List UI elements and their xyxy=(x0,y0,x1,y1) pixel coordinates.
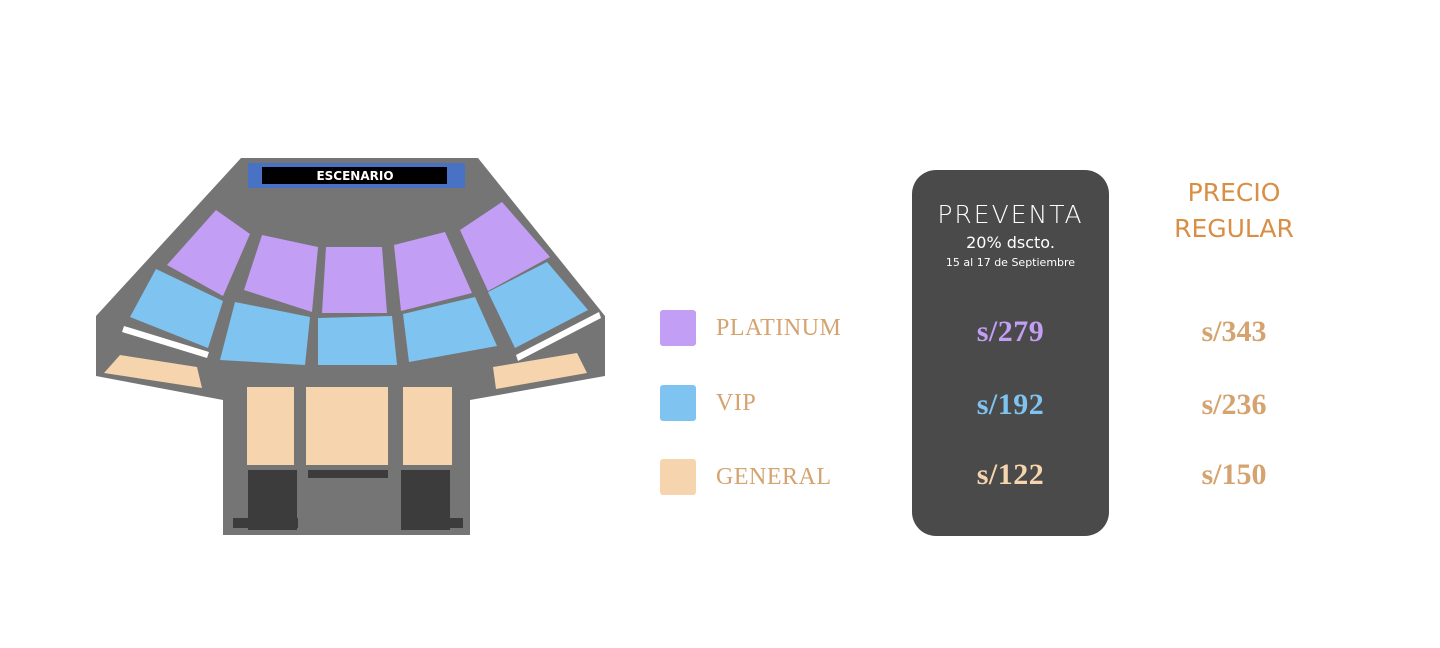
seat-section-general-side-right[interactable] xyxy=(493,353,587,389)
lower-bar-left xyxy=(233,518,298,528)
legend-item-vip: VIP xyxy=(660,385,756,421)
legend-label-vip: VIP xyxy=(716,389,757,416)
seat-section-platinum-1[interactable] xyxy=(167,210,250,296)
seat-section-general-3[interactable] xyxy=(403,387,452,465)
presale-dates: 15 al 17 de Septiembre xyxy=(945,256,1076,269)
stage-inner xyxy=(262,167,447,184)
aisle-right xyxy=(516,312,601,361)
seat-section-vip-4[interactable] xyxy=(403,297,497,362)
presale-price-platinum: s/279 xyxy=(976,315,1045,348)
seat-section-vip-3[interactable] xyxy=(318,316,397,365)
lower-bar-center xyxy=(308,470,388,478)
legend-item-general: GENERAL xyxy=(660,459,831,495)
general-swatch xyxy=(660,459,696,495)
presale-panel: PREVENTA 20% dscto. 15 al 17 de Septiemb… xyxy=(912,170,1109,536)
platinum-swatch xyxy=(660,310,696,346)
legend-item-platinum: PLATINUM xyxy=(660,310,841,346)
regular-price-heading: PRECIO REGULAR xyxy=(1134,175,1334,247)
venue-seat-map: ESCENARIO xyxy=(96,158,605,535)
seat-section-platinum-3[interactable] xyxy=(322,247,387,313)
seat-section-vip-5[interactable] xyxy=(488,262,588,348)
seat-section-vip-1[interactable] xyxy=(130,269,223,348)
regular-price-platinum: s/343 xyxy=(1201,315,1267,348)
seat-section-platinum-5[interactable] xyxy=(460,202,550,291)
lower-bar-right xyxy=(401,518,463,528)
seat-section-platinum-4[interactable] xyxy=(394,232,472,311)
vip-swatch xyxy=(660,385,696,421)
seat-section-general-1[interactable] xyxy=(247,387,294,465)
legend-label-platinum: PLATINUM xyxy=(716,314,842,341)
stage-label: ESCENARIO xyxy=(316,169,393,183)
regular-price-general: s/150 xyxy=(1201,458,1267,491)
presale-title: PREVENTA xyxy=(937,200,1084,229)
seat-section-platinum-2[interactable] xyxy=(244,235,318,312)
presale-discount: 20% dscto. xyxy=(966,233,1055,252)
regular-title-line2: REGULAR xyxy=(1174,214,1294,243)
legend-label-general: GENERAL xyxy=(716,463,832,490)
seat-section-general-2[interactable] xyxy=(306,387,388,465)
seat-section-vip-2[interactable] xyxy=(220,302,310,365)
presale-price-vip: s/192 xyxy=(976,388,1045,421)
regular-title-line1: PRECIO xyxy=(1187,178,1281,207)
regular-price-vip: s/236 xyxy=(1201,388,1267,421)
presale-price-general: s/122 xyxy=(976,458,1045,491)
seat-section-general-side-left[interactable] xyxy=(104,355,202,388)
aisle-left xyxy=(122,326,209,358)
